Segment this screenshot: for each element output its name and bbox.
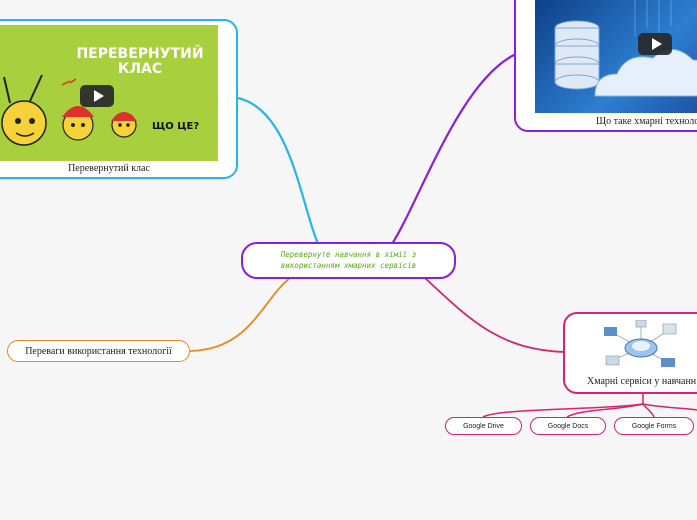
flipped-class-caption: Перевернутий клас: [68, 163, 150, 174]
advantages-label: Переваги використання технології: [25, 345, 172, 357]
server-cloud-image: [554, 0, 697, 97]
cartoon-characters-image: [1, 74, 137, 146]
play-icon[interactable]: [638, 33, 672, 55]
play-icon[interactable]: [80, 85, 114, 107]
google-drive-node[interactable]: Google Drive: [445, 417, 522, 435]
google-docs-node[interactable]: Google Docs: [530, 417, 606, 435]
google-forms-node[interactable]: Google Forms: [614, 417, 694, 435]
advantages-node[interactable]: Переваги використання технології: [7, 340, 190, 362]
branch-to-google-drive: [482, 393, 644, 418]
central-topic-line1: Перевернуте навчання в хімії з: [280, 249, 417, 259]
thumb-question: ЩО ЦЕ?: [152, 121, 200, 132]
cloud-tech-caption: Що таке хмарні техноло: [596, 116, 697, 127]
flipped-class-node[interactable]: ПЕРЕВЕРНУТИЙ КЛАС ЩО ЦЕ? Перевернутий кл…: [0, 19, 238, 179]
branch-to-advantages: [189, 277, 291, 352]
google-forms-label: Google Forms: [631, 422, 677, 430]
cloud-tech-node[interactable]: Що таке хмарні техноло: [514, 0, 697, 132]
branch-to-google-docs: [566, 403, 644, 418]
thumb-title-line1: ПЕРЕВЕРНУТИЙ: [76, 46, 204, 62]
thumb-title: ПЕРЕВЕРНУТИЙ КЛАС: [70, 47, 210, 76]
google-drive-label: Google Drive: [463, 422, 504, 430]
central-topic[interactable]: Перевернуте навчання в хімії з використа…: [241, 242, 456, 279]
cloud-tech-video-thumbnail[interactable]: [535, 0, 697, 113]
branch-to-offscreen: [642, 403, 697, 411]
branch-to-flipped-class: [237, 96, 320, 245]
flipped-class-video-thumbnail[interactable]: ПЕРЕВЕРНУТИЙ КЛАС ЩО ЦЕ?: [0, 25, 218, 161]
branch-to-google-forms: [642, 403, 655, 418]
central-topic-line2: використанням хмарних сервісів: [280, 260, 417, 270]
cloud-network-icon: [604, 320, 677, 367]
branch-to-cloud-tech: [391, 53, 517, 245]
branch-to-cloud-services: [424, 277, 566, 353]
cloud-services-caption: Хмарні сервіси у навчанн: [587, 376, 697, 387]
thumb-title-line2: КЛАС: [117, 60, 163, 77]
google-docs-label: Google Docs: [547, 422, 589, 430]
cloud-services-node[interactable]: Хмарні сервіси у навчанн: [563, 312, 697, 394]
